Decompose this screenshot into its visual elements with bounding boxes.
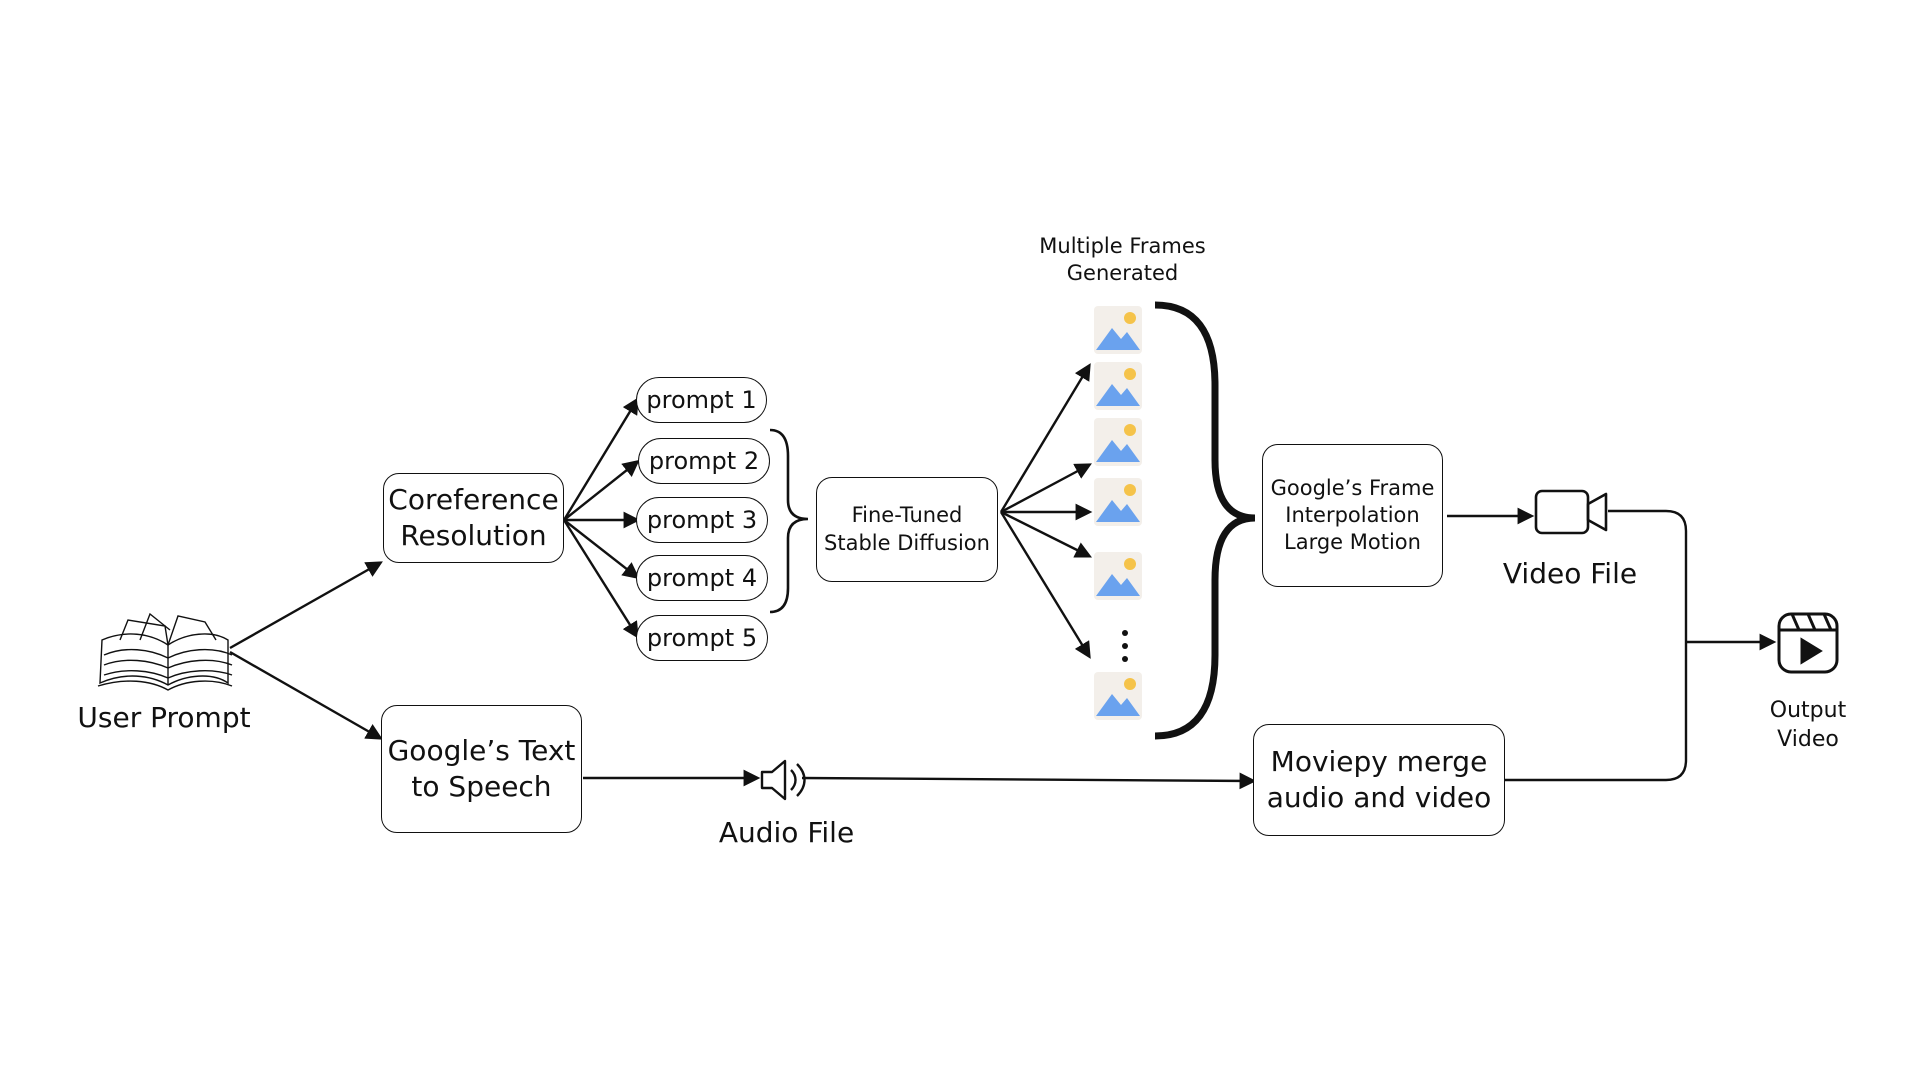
- prompt-3: prompt 3: [636, 497, 768, 543]
- image-frame-icon: [1094, 672, 1142, 720]
- video-file-label: Video File: [1502, 557, 1638, 590]
- prompt-4: prompt 4: [636, 555, 768, 601]
- prompt-5: prompt 5: [636, 615, 768, 661]
- audio-file-label: Audio File: [718, 816, 855, 849]
- video-camera-icon: [1534, 489, 1608, 535]
- text-to-speech-box: Google’s Text to Speech: [381, 705, 582, 833]
- prompt-2: prompt 2: [638, 438, 770, 484]
- prompt-3-label: prompt 3: [646, 506, 758, 534]
- frame-interpolation-box: Google’s Frame Interpolation Large Motio…: [1262, 444, 1443, 587]
- prompt-1-label: prompt 1: [646, 386, 757, 414]
- image-frame-icon: [1094, 552, 1142, 600]
- text-to-speech-label: Google’s Text to Speech: [387, 733, 576, 803]
- coreference-resolution-label: Coreference Resolution: [388, 482, 559, 552]
- connectors: [229, 363, 1777, 790]
- image-frame-icon: [1094, 362, 1142, 410]
- frames-caption: Multiple Frames Generated: [1039, 234, 1206, 286]
- open-book-icon: [97, 612, 233, 691]
- video-play-icon: [1777, 612, 1839, 674]
- image-frame-icon: [1094, 306, 1142, 354]
- image-frame-icon: [1094, 478, 1142, 526]
- prompt-2-label: prompt 2: [648, 447, 760, 475]
- prompt-4-label: prompt 4: [646, 564, 758, 592]
- user-prompt-label: User Prompt: [77, 701, 251, 734]
- prompts-brace: [769, 428, 809, 614]
- frames-brace: [1154, 301, 1256, 740]
- coreference-resolution-box: Coreference Resolution: [383, 473, 564, 563]
- frame-interpolation-label: Google’s Frame Interpolation Large Motio…: [1270, 475, 1435, 555]
- image-frame-icon: [1094, 418, 1142, 466]
- stable-diffusion-box: Fine-Tuned Stable Diffusion: [816, 477, 998, 582]
- moviepy-merge-label: Moviepy merge audio and video: [1266, 744, 1492, 814]
- speaker-icon: [760, 759, 806, 801]
- prompt-5-label: prompt 5: [646, 624, 758, 652]
- stable-diffusion-label: Fine-Tuned Stable Diffusion: [824, 503, 990, 555]
- prompt-1: prompt 1: [636, 377, 767, 423]
- ellipsis-dots: [1122, 630, 1128, 662]
- output-video-label: Output Video: [1769, 698, 1847, 752]
- moviepy-merge-box: Moviepy merge audio and video: [1253, 724, 1505, 836]
